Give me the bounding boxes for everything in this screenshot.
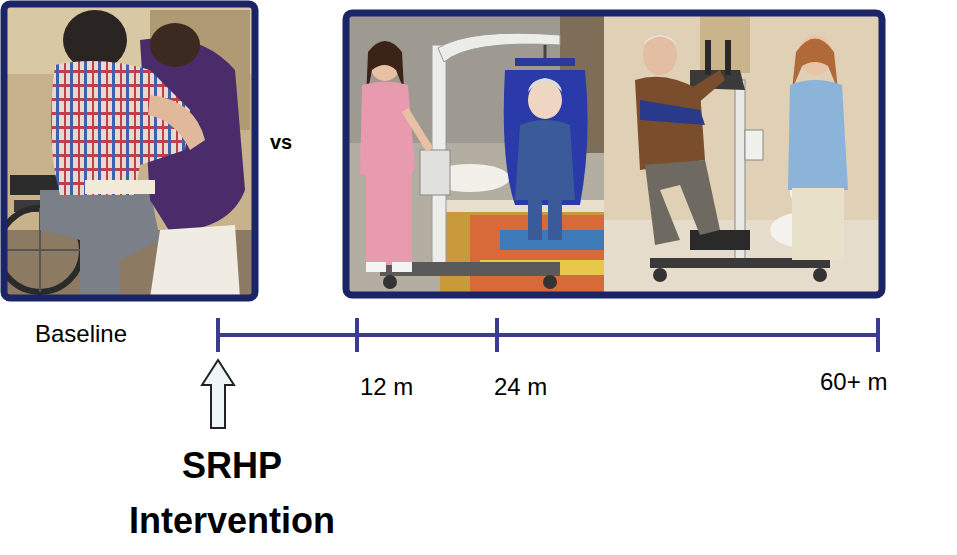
up-arrow (202, 360, 234, 428)
timeline-tick (216, 318, 220, 352)
timeline-tick (876, 318, 880, 352)
timeline-label: Baseline (35, 320, 127, 349)
standing-lift-photo (604, 13, 882, 295)
timeline-label: 24 m (494, 373, 547, 402)
intervention-label: SRHP Intervention (97, 438, 367, 548)
versus-label: vs (270, 130, 292, 154)
photo-frame (4, 4, 255, 298)
timeline-tick (495, 318, 499, 352)
timeline-axis (218, 333, 878, 337)
floor-lift-photo (346, 13, 604, 295)
timeline-label: 12 m (360, 373, 413, 402)
timeline-label: 60+ m (820, 368, 887, 397)
timeline-tick (355, 318, 359, 352)
photo-frame (346, 13, 882, 295)
timeline (218, 318, 878, 352)
manual-transfer-photo (4, 4, 255, 298)
